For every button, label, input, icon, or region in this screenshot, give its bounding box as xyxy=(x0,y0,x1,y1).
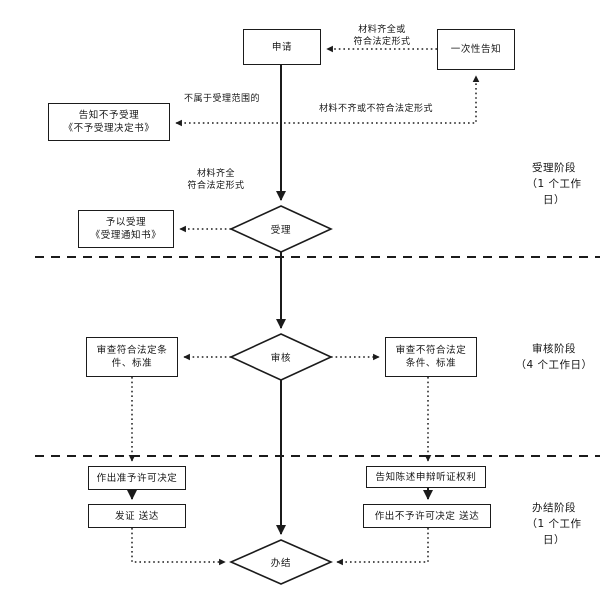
node-issue-certificate[interactable]: 发证 送达 xyxy=(88,504,186,528)
node-grant-decision-label: 作出准予许可决定 xyxy=(96,472,178,484)
edge-label-materials-incomplete: 材料不齐或不符合法定形式 xyxy=(318,104,433,114)
node-review-not-conforms-label: 审查不符合法定 条件、标准 xyxy=(395,345,467,369)
node-completion-label-wrap[interactable]: 办结 xyxy=(241,552,321,572)
node-review-label: 审核 xyxy=(270,353,292,364)
node-deny-decision-label: 作出不予许可决定 送达 xyxy=(374,510,480,522)
edge-issue-to-done xyxy=(131,528,226,566)
stage-label-review: 审核阶段 （4 个工作日） xyxy=(515,343,593,371)
edge-apply-to-onetime xyxy=(284,75,480,124)
node-notify-hearing-rights-label: 告知陈述申辩听证权利 xyxy=(375,471,477,483)
node-acceptance-label-wrap[interactable]: 受理 xyxy=(241,219,321,239)
stage-label-completion: 办结阶段 （1 个工作 日） xyxy=(526,502,582,546)
node-acceptance-notice[interactable]: 予以受理 《受理通知书》 xyxy=(78,210,174,248)
node-apply-label: 申请 xyxy=(271,41,293,53)
node-deny-decision[interactable]: 作出不予许可决定 送达 xyxy=(363,504,491,528)
node-one-time-notice-label: 一次性告知 xyxy=(450,44,502,55)
edge-label-materials-complete-conform: 材料齐全 符合法定形式 xyxy=(187,169,245,191)
edge-deny-to-done xyxy=(336,528,429,566)
node-acceptance-notice-label: 予以受理 《受理通知书》 xyxy=(90,217,162,241)
node-one-time-notice[interactable]: 一次性告知 xyxy=(437,29,515,70)
node-review-conforms[interactable]: 审查符合法定条 件、标准 xyxy=(86,337,178,377)
node-review-not-conforms[interactable]: 审查不符合法定 条件、标准 xyxy=(385,337,477,377)
node-notice-of-non-acceptance[interactable]: 告知不予受理 《不予受理决定书》 xyxy=(48,103,170,141)
node-review-conforms-label: 审查符合法定条 件、标准 xyxy=(96,345,168,369)
node-notify-hearing-rights[interactable]: 告知陈述申辩听证权利 xyxy=(366,466,486,488)
node-apply[interactable]: 申请 xyxy=(243,29,321,65)
edge-label-materials-complete-or-conform: 材料齐全或 符合法定形式 xyxy=(353,25,411,47)
node-acceptance-label: 受理 xyxy=(270,225,292,236)
node-grant-decision[interactable]: 作出准予许可决定 xyxy=(88,466,186,490)
node-notice-of-non-acceptance-label: 告知不予受理 《不予受理决定书》 xyxy=(63,110,155,134)
node-completion-label: 办结 xyxy=(270,558,292,569)
edge-label-not-in-acceptance-scope: 不属于受理范围的 xyxy=(183,94,260,104)
node-done-diamond xyxy=(229,539,333,585)
node-review-label-wrap[interactable]: 审核 xyxy=(241,347,321,367)
stage-label-acceptance: 受理阶段 （1 个工作 日） xyxy=(526,162,582,206)
node-issue-certificate-label: 发证 送达 xyxy=(114,510,160,522)
